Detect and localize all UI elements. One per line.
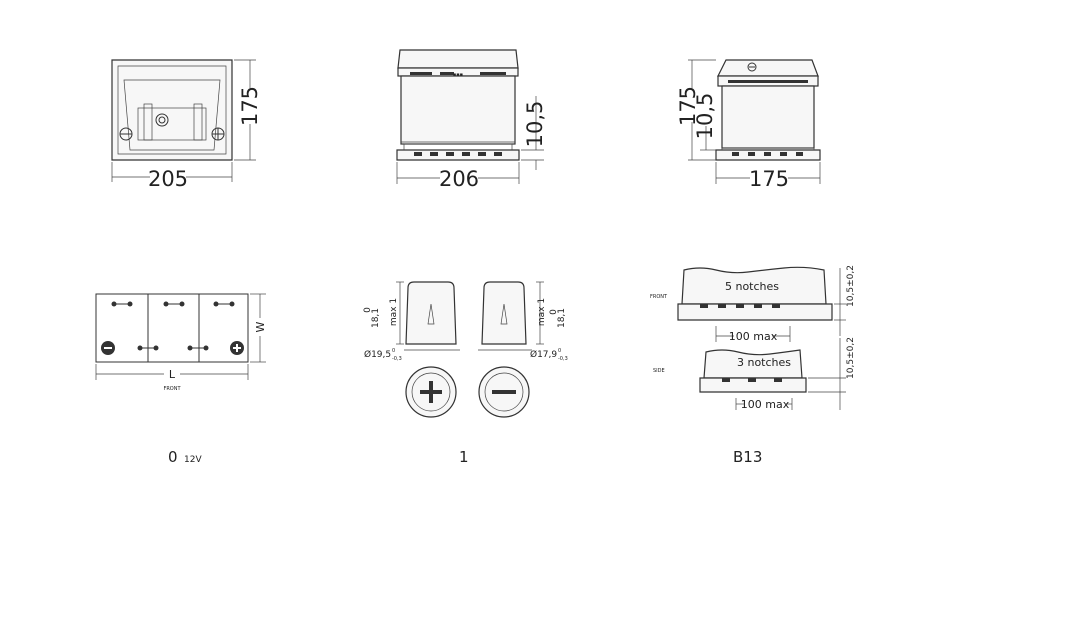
side-notches-label: 3 notches	[737, 356, 791, 369]
side-ledge-label: 10,5	[693, 93, 717, 140]
pos-height-nom: 18,1	[371, 308, 381, 328]
voltage-label: 12V	[184, 455, 202, 465]
neg-diameter: Ø17,9	[530, 349, 557, 360]
pos-diameter: Ø19,5	[364, 349, 391, 360]
front-max-label: 100 max	[729, 330, 778, 343]
top-view: 205 175	[111, 59, 262, 191]
side-width-label: 175	[749, 167, 789, 191]
neg-max: max 1	[537, 298, 547, 326]
front-tolerance-label: 10,5±0,2	[846, 265, 856, 307]
positive-terminal-icon	[230, 341, 244, 355]
neg-tol-upper: 0	[558, 348, 561, 354]
side-height-label: 175	[676, 86, 700, 126]
holddown-code: B13	[733, 448, 762, 466]
top-width-label: 205	[148, 167, 188, 191]
pos-max: max 1	[389, 298, 399, 326]
layout-code: 0	[168, 448, 178, 466]
front-view: ▪▪▪ 206 10,5	[396, 49, 547, 191]
width-symbol: W	[254, 321, 267, 332]
top-depth-label: 175	[238, 86, 262, 126]
front-ledge-label: 10,5	[523, 101, 547, 148]
terminal-dimensions: 18,1 0 max 1 Ø19,5 0 -0,3 max 1 0 18,1 Ø…	[363, 281, 568, 418]
terminal-layout-diagram: L FRONT W	[95, 293, 267, 392]
front-notches-label: 5 notches	[725, 280, 779, 293]
holddown-front-caption: FRONT	[650, 294, 668, 300]
positive-post: 18,1 0 max 1 Ø19,5 0 -0,3	[363, 281, 460, 418]
side-max-label: 100 max	[741, 398, 790, 411]
pos-tol-lower: -0,3	[392, 356, 402, 362]
neg-height-tol: 0	[549, 309, 559, 315]
holddown-side-caption: SIDE	[653, 368, 665, 374]
pos-height-tol: 0	[363, 307, 373, 313]
terminal-code: 1	[459, 448, 469, 466]
negative-terminal-icon	[101, 341, 115, 355]
cell-connectors	[111, 301, 235, 351]
neg-tol-lower: -0,3	[558, 356, 568, 362]
pos-tol-upper: 0	[392, 348, 395, 354]
length-symbol: L	[169, 368, 176, 381]
neg-height-nom: 18,1	[557, 308, 567, 328]
holddown-diagram: 5 notches FRONT 100 max 10,5±0,2 3 notch…	[650, 265, 856, 411]
layout-front-caption: FRONT	[163, 386, 181, 392]
side-tolerance-label: 10,5±0,2	[846, 337, 856, 379]
negative-post: max 1 0 18,1 Ø17,9 0 -0,3	[478, 281, 568, 418]
side-view: 175 175 10,5	[676, 59, 821, 191]
front-length-label: 206	[439, 167, 479, 191]
front-logo-mark: ▪▪▪	[453, 72, 463, 78]
